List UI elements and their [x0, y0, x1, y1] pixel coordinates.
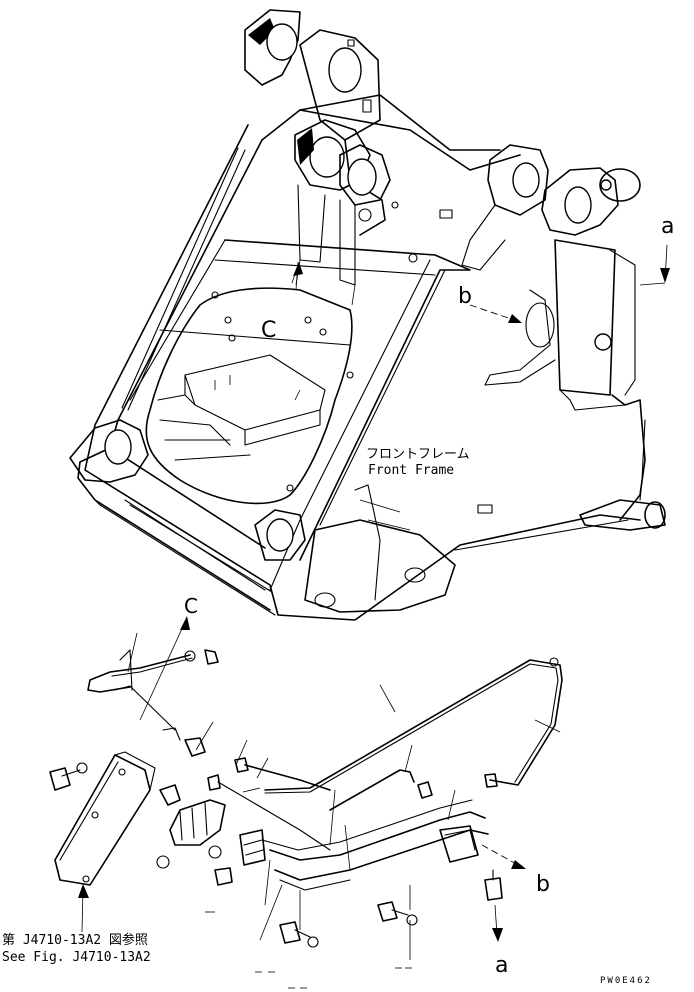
brake-piping-assembly — [49, 616, 563, 960]
callout-b-bottom: b — [536, 872, 550, 897]
front-frame — [69, 9, 666, 621]
callout-b-top: b — [458, 284, 472, 309]
callout-c-top: C — [261, 318, 277, 343]
reference-english: See Fig. J4710-13A2 — [2, 950, 151, 965]
callout-a-bottom: a — [495, 953, 509, 978]
callout-a-top: a — [661, 214, 675, 239]
callout-c-bottom: C — [184, 594, 198, 618]
reference-japanese: 第 J4710-13A2 図参照 — [2, 933, 148, 948]
drawing-code: PW0E462 — [600, 976, 652, 986]
frame-caption-japanese: フロントフレーム — [366, 447, 470, 462]
frame-caption-english: Front Frame — [368, 463, 455, 478]
